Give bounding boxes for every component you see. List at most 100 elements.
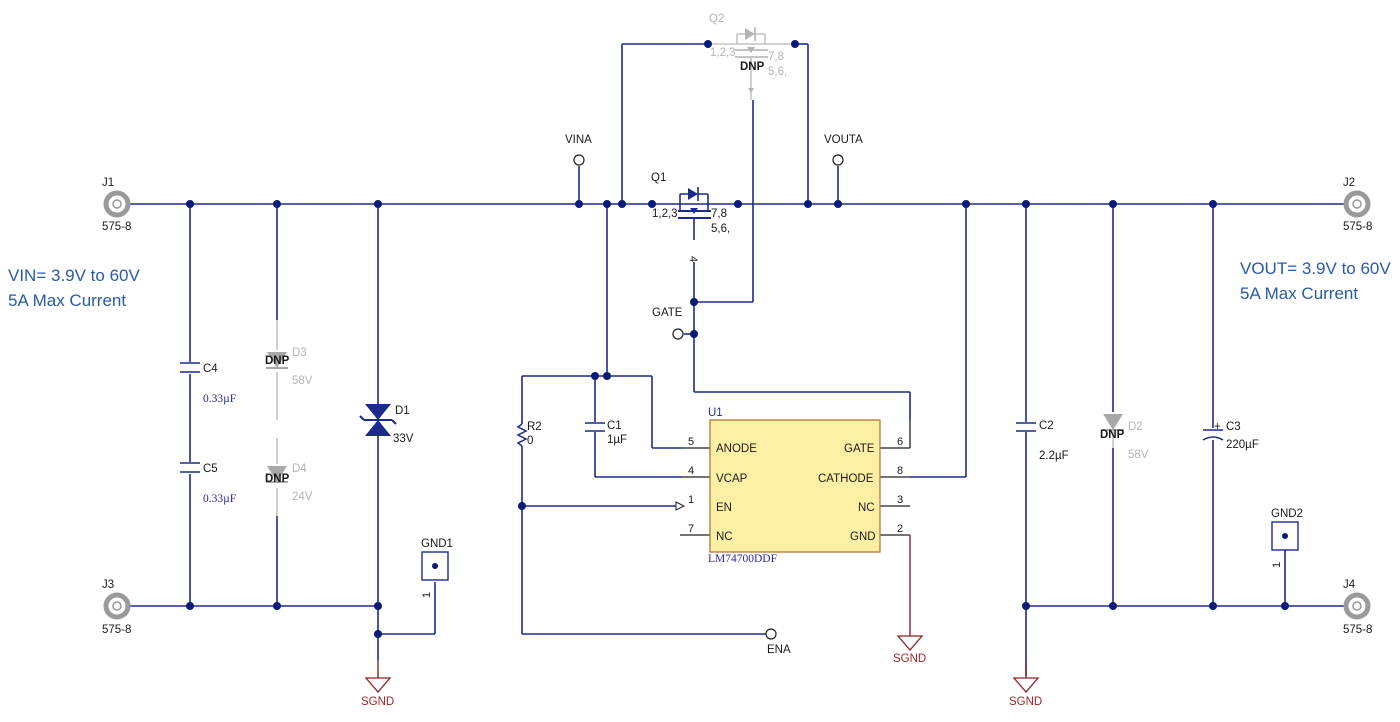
capacitor-c2: C2 2.2µF xyxy=(1016,420,1069,462)
d2-dnp: DNP xyxy=(1100,429,1125,441)
ground-symbol-ic: SGND xyxy=(893,635,926,665)
r2-value: 0 xyxy=(527,435,533,447)
pin-wires xyxy=(377,420,1027,678)
connector-j2: J2 575-8 xyxy=(1343,177,1372,233)
j4-ref: J4 xyxy=(1343,579,1356,591)
diode-d3-dnp: DNP D3 58V xyxy=(265,320,313,420)
gnd1-label: GND1 xyxy=(421,538,453,550)
j2-ref: J2 xyxy=(1343,177,1355,189)
connector-j3: J3 575-8 xyxy=(102,579,131,636)
q2-dnp: DNP xyxy=(740,61,765,73)
u1-part: LM74700DDF xyxy=(708,553,777,565)
ic-u1: U1 LM74700DDF 5 ANODE 4 VCAP 1 EN 7 NC 6… xyxy=(688,407,903,565)
c3-ref: C3 xyxy=(1226,421,1241,433)
vina-label: VINA xyxy=(565,134,592,146)
connector-j1: J1 575-8 xyxy=(102,177,131,233)
c3-value: 220µF xyxy=(1226,439,1259,451)
u1-pin-7-num: 7 xyxy=(688,523,694,535)
sgnd-right-label: SGND xyxy=(1009,696,1042,708)
ground-symbol-right: SGND xyxy=(1009,677,1042,708)
u1-pin-1-num: 1 xyxy=(688,494,694,506)
q1-drain-pins-b: 5,6, xyxy=(711,223,730,235)
testpoint-gnd2: GND2 1 xyxy=(1271,508,1303,568)
u1-pin-gate: GATE xyxy=(844,443,875,455)
q2-ref: Q2 xyxy=(709,13,724,25)
j2-part: 575-8 xyxy=(1343,221,1372,233)
testpoint-ena: ENA xyxy=(765,628,791,656)
resistor-r2: R2 0 xyxy=(516,421,542,447)
c4-value: 0.33µF xyxy=(203,393,236,405)
u1-pin-nc-left: NC xyxy=(716,531,733,543)
d4-value: 24V xyxy=(292,491,313,503)
u1-pin-vcap: VCAP xyxy=(716,473,748,485)
c1-value: 1µF xyxy=(607,434,627,446)
u1-pin-4-num: 4 xyxy=(688,465,694,477)
q1-drain-pins-a: 7,8 xyxy=(711,208,727,220)
d2-value: 58V xyxy=(1128,449,1149,461)
r2-ref: R2 xyxy=(527,421,542,433)
sgnd-left-label: SGND xyxy=(361,696,394,708)
connector-j4: J4 575-8 xyxy=(1343,579,1372,636)
c2-value: 2.2µF xyxy=(1039,450,1069,462)
q1-ref: Q1 xyxy=(651,172,666,184)
ground-symbol-left: SGND xyxy=(361,677,394,708)
testpoint-gate: GATE xyxy=(652,307,684,340)
u1-pin-nc-right: NC xyxy=(858,502,875,514)
c5-ref: C5 xyxy=(203,463,218,475)
c3-polarity: + xyxy=(1214,421,1221,433)
mosfet-q1: Q1 1,2,3 7,8 5,6, 4 xyxy=(651,172,730,262)
q1-src-pins: 1,2,3 xyxy=(652,208,678,220)
j3-part: 575-8 xyxy=(102,624,131,636)
capacitor-c5: C5 0.33µF xyxy=(180,462,236,505)
vin-note-line2: 5A Max Current xyxy=(8,291,126,310)
mosfet-q2-dnp: Q2 1,2,3 7,8 5,6, DNP xyxy=(708,13,795,100)
u1-pin-2-num: 2 xyxy=(897,523,903,535)
sgnd-ic-label: SGND xyxy=(893,653,926,665)
diode-d4-dnp: DNP D4 24V xyxy=(265,438,313,516)
capacitor-c3: + C3 220µF xyxy=(1202,421,1259,451)
d3-value: 58V xyxy=(292,375,313,387)
d1-ref: D1 xyxy=(395,405,410,417)
capacitor-c1: C1 1µF xyxy=(585,420,627,446)
d2-ref: D2 xyxy=(1128,421,1143,433)
j1-part: 575-8 xyxy=(102,221,131,233)
gnd2-pin: 1 xyxy=(1271,562,1283,568)
u1-pin-en: EN xyxy=(716,502,732,514)
capacitor-c4: C4 0.33µF xyxy=(180,362,236,405)
q2-drain-pins-b: 5,6, xyxy=(768,66,787,78)
c1-ref: C1 xyxy=(607,420,622,432)
d4-ref: D4 xyxy=(292,463,307,475)
d3-ref: D3 xyxy=(292,347,307,359)
q1-gate-pin: 4 xyxy=(687,256,699,262)
u1-pin-5-num: 5 xyxy=(688,436,694,448)
u1-pin-anode: ANODE xyxy=(716,443,757,455)
junction-dots xyxy=(186,40,1289,638)
j1-ref: J1 xyxy=(102,177,114,189)
j3-ref: J3 xyxy=(102,579,114,591)
q2-src-pins: 1,2,3 xyxy=(710,47,736,59)
diode-d2-dnp: DNP D2 58V xyxy=(1100,414,1149,461)
testpoint-vouta: VOUTA xyxy=(824,134,863,166)
q2-drain-pins-a: 7,8 xyxy=(768,51,784,63)
u1-ref: U1 xyxy=(708,407,723,419)
testpoint-gnd1: GND1 1 xyxy=(421,538,453,598)
tvs-diode-d1: D1 33V xyxy=(359,404,414,445)
c2-ref: C2 xyxy=(1039,420,1054,432)
d3-dnp: DNP xyxy=(265,355,290,367)
u1-pin-cathode: CATHODE xyxy=(818,473,874,485)
d4-dnp: DNP xyxy=(265,473,290,485)
gate-label: GATE xyxy=(652,307,683,319)
d1-value: 33V xyxy=(393,433,414,445)
vouta-label: VOUTA xyxy=(824,134,863,146)
j4-part: 575-8 xyxy=(1343,624,1372,636)
c5-value: 0.33µF xyxy=(203,493,236,505)
testpoint-vina: VINA xyxy=(565,134,592,166)
u1-pin-6-num: 6 xyxy=(897,436,903,448)
wires xyxy=(128,43,1346,676)
ena-label: ENA xyxy=(767,644,791,656)
u1-pin-8-num: 8 xyxy=(897,465,903,477)
u1-pin-3-num: 3 xyxy=(897,494,903,506)
c4-ref: C4 xyxy=(203,363,218,375)
gnd1-pin: 1 xyxy=(421,592,433,598)
